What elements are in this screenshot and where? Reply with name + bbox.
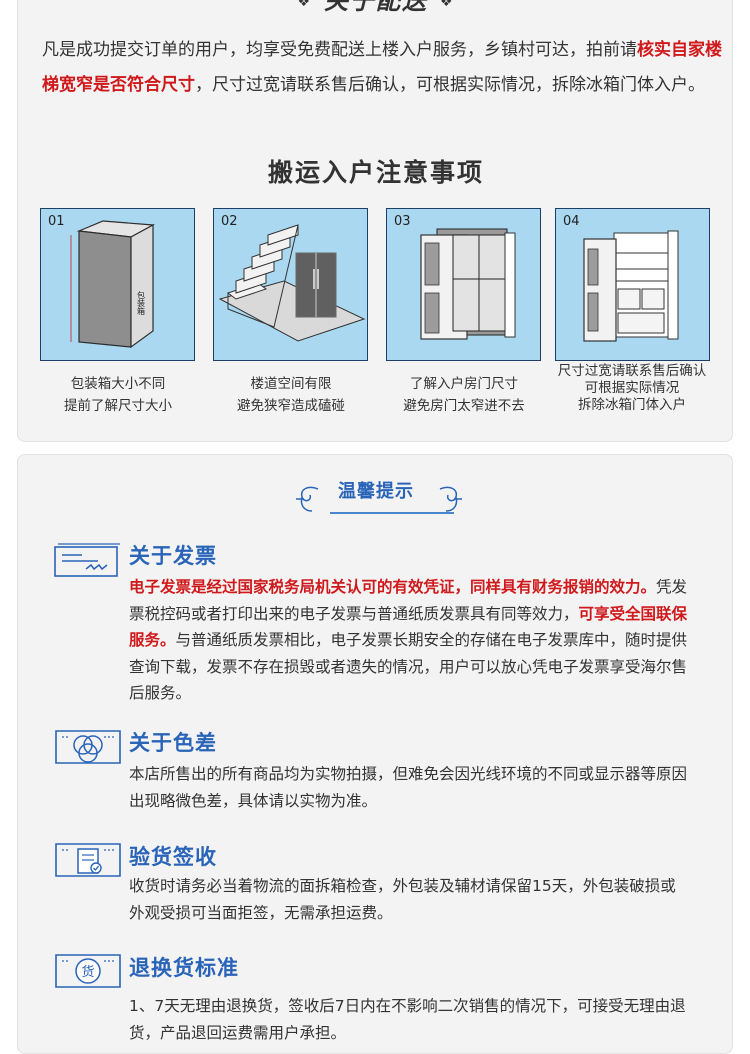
moving-notice-title: 搬运入户注意事项 [267,158,484,187]
step-2-number: 02 [221,214,238,229]
return-title: 退换货标准 [129,956,239,980]
inspection-body: 收货时请务必当着物流的面拆箱检查，外包装及辅材请保留15天，外包装破损或外观受损… [129,877,676,922]
step-1-caption: 包装箱大小不同提前了解尺寸大小 [64,376,172,414]
document-check-icon [55,843,121,877]
step-3-caption: 了解入户房门尺寸避免房门太窄进不去 [403,376,525,414]
diamond-icon: ❖ [440,0,455,10]
door-fridge-icon [420,228,516,340]
step-4-number: 04 [563,214,580,229]
door-open-fridge-icon [583,230,679,342]
package-box-icon: 包装箱 [70,220,156,349]
step-3-number: 03 [394,214,411,229]
stairs-fridge-icon [218,224,366,342]
delivery-highlight: 核实自家楼梯宽窄是否符合尺寸 [42,40,722,95]
step-1-illustration: 包装箱 01 [40,208,195,361]
tips-underline [330,512,454,514]
flourish-left-icon [296,486,319,512]
tips-header: 温馨提示 [18,477,734,503]
step-4-caption: 尺寸过宽请联系售后确认可根据实际情况拆除冰箱门体入户 [557,363,707,413]
svg-text:货: 货 [81,964,94,980]
invoice-icon [54,543,120,577]
tips-title: 温馨提示 [338,481,414,502]
color-diff-title: 关于色差 [129,731,217,755]
delivery-intro: 凡是成功提交订单的用户，均享受免费配送上楼入户服务，乡镇村可达，拍前请核实自家楼… [42,40,722,95]
return-body: 1、7天无理由退换货，签收后7日内在不影响二次销售的情况下，可接受无理由退货，产… [129,997,686,1042]
step-4-illustration: 04 [555,208,710,361]
tips-section: 温馨提示 关于发票 电子发票是经过国家税务局机关认可的有效凭证，同样具有财务报销… [17,454,733,1054]
color-circles-icon [55,730,121,764]
step-2-caption: 楼道空间有限避免狭窄造成磕碰 [237,376,345,414]
inspection-title: 验货签收 [129,845,217,869]
flourish-right-icon [439,486,462,512]
delivery-title: ❖关于配送❖ [18,0,734,16]
step-3-illustration: 03 [386,208,541,361]
goods-exchange-icon: 货 [55,954,121,988]
color-diff-body: 本店所售出的所有商品均为实物拍摄，但难免会因光线环境的不同或显示器等原因出现略微… [129,765,688,810]
step-1-number: 01 [48,214,65,229]
step-2-illustration: 02 [213,208,368,361]
delivery-section: ❖关于配送❖ 凡是成功提交订单的用户，均享受免费配送上楼入户服务，乡镇村可达，拍… [17,0,733,442]
diamond-icon: ❖ [297,0,312,10]
invoice-title: 关于发票 [129,544,217,568]
package-label: 包装箱 [137,290,146,316]
invoice-body: 电子发票是经过国家税务局机关认可的有效凭证，同样具有财务报销的效力。凭发票税控码… [129,578,688,702]
